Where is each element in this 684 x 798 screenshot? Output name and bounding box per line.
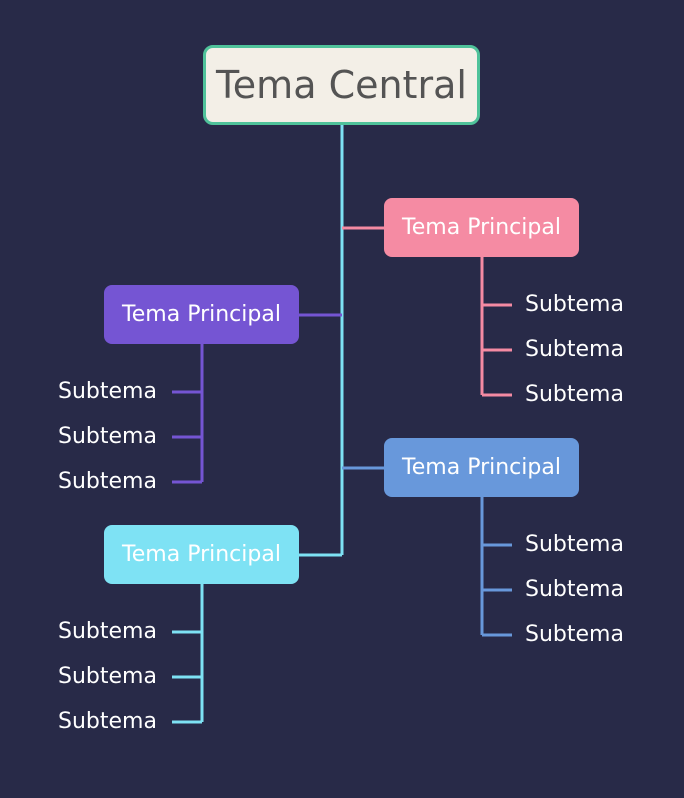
- main-topic-label: Tema Principal: [402, 215, 561, 240]
- subtopic-pink-2[interactable]: Subtema: [525, 337, 624, 362]
- central-topic[interactable]: Tema Central: [203, 45, 480, 125]
- main-topic-label: Tema Principal: [402, 455, 561, 480]
- subtopic-pink-1[interactable]: Subtema: [525, 292, 624, 317]
- subtopic-pink-3[interactable]: Subtema: [525, 382, 624, 407]
- subtopic-blue-3[interactable]: Subtema: [525, 622, 624, 647]
- subtopic-blue-1[interactable]: Subtema: [525, 532, 624, 557]
- subtopic-blue-2[interactable]: Subtema: [525, 577, 624, 602]
- central-topic-label: Tema Central: [216, 63, 467, 107]
- main-topic-blue[interactable]: Tema Principal: [384, 438, 579, 497]
- subtopic-cyan-3[interactable]: Subtema: [58, 709, 157, 734]
- subtopic-cyan-2[interactable]: Subtema: [58, 664, 157, 689]
- main-topic-cyan[interactable]: Tema Principal: [104, 525, 299, 584]
- subtopic-purple-3[interactable]: Subtema: [58, 469, 157, 494]
- subtopic-purple-1[interactable]: Subtema: [58, 379, 157, 404]
- main-topic-purple[interactable]: Tema Principal: [104, 285, 299, 344]
- main-topic-label: Tema Principal: [122, 542, 281, 567]
- subtopic-purple-2[interactable]: Subtema: [58, 424, 157, 449]
- subtopic-cyan-1[interactable]: Subtema: [58, 619, 157, 644]
- main-topic-pink[interactable]: Tema Principal: [384, 198, 579, 257]
- main-topic-label: Tema Principal: [122, 302, 281, 327]
